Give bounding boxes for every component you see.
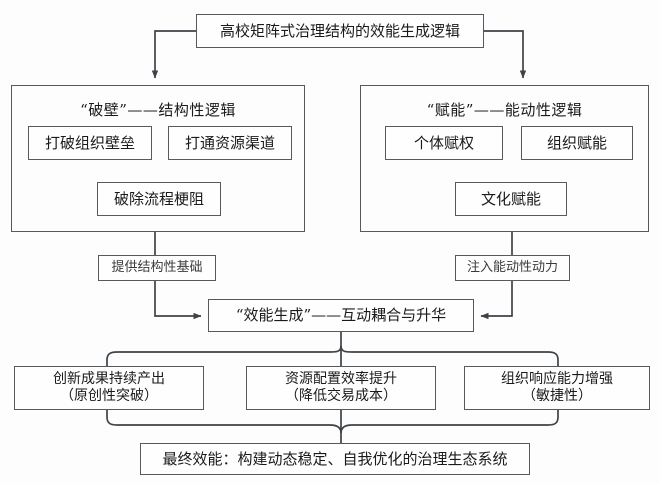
outcome-1-line-1: 创新成果持续产出 [53,370,165,387]
node-outcome-innovation: 创新成果持续产出 （原创性突破） [14,366,204,410]
node-cultural-enablement: 文化赋能 [455,182,567,216]
link-title-to-structural [151,30,196,79]
node-break-org-barriers: 打破组织壁垒 [28,126,152,160]
connector-label-agency-impetus: 注入能动性动力 [455,255,570,281]
outcome-3-line-2: （敏捷性） [522,388,592,404]
branch-title-agency: “赋能”——能动性逻辑 [426,101,583,119]
node-final-performance: 最终效能：构建动态稳定、自我优化的治理生态系统 [140,443,530,475]
outcome-2-line-2: （降低交易成本） [285,388,397,404]
diagram-title-box: 高校矩阵式治理结构的效能生成逻辑 [196,14,484,48]
node-individual-empowerment: 个体赋权 [385,126,503,160]
node-organizational-enablement: 组织赋能 [521,126,633,160]
link-title-to-agency [484,30,527,79]
outcome-2-line-1: 资源配置效率提升 [285,370,397,387]
connector-label-structural-basis: 提供结构性基础 [98,255,216,281]
node-outcome-responsiveness: 组织响应能力增强 （敏捷性） [464,366,650,410]
node-remove-process-blockage: 破除流程梗阻 [97,182,221,216]
link-outcome-1-to-final [106,410,342,434]
node-outcome-resource-efficiency: 资源配置效率提升 （降低交易成本） [246,366,436,410]
node-performance-generation: “效能生成”——互动耦合与升华 [208,299,474,332]
outcome-1-line-2: （原创性突破） [60,388,158,404]
link-center-to-outcome-3 [340,345,559,366]
link-label-to-center-left [154,281,202,320]
branch-title-structural: “破壁”——结构性逻辑 [80,101,236,119]
link-outcome-3-to-final [340,410,559,434]
link-center-to-outcome-1 [106,345,342,366]
outcome-3-line-1: 组织响应能力增强 [501,370,613,387]
node-open-resource-channels: 打通资源渠道 [168,126,292,160]
link-label-to-center-right [480,281,513,320]
